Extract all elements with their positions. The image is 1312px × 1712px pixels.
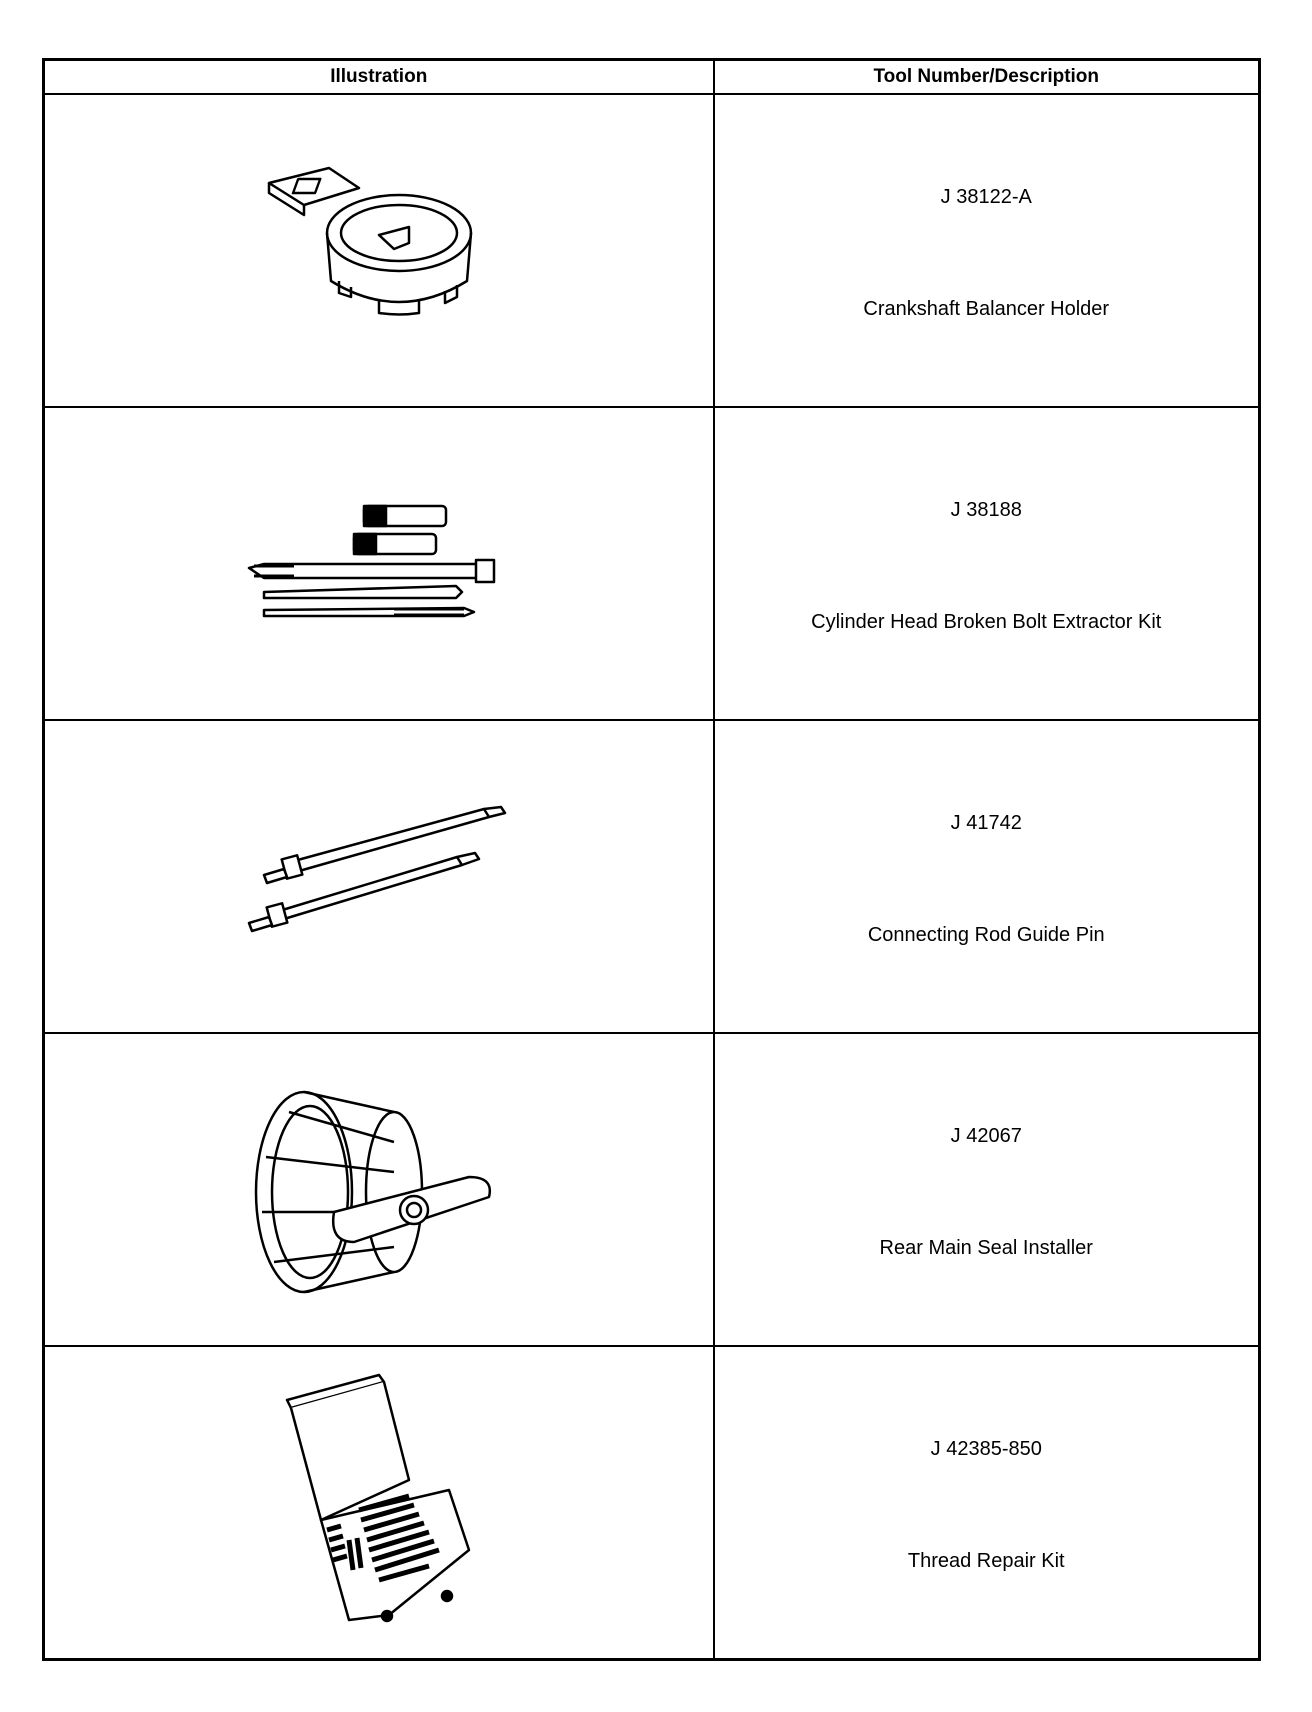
illustration-cell	[42, 1032, 715, 1347]
tool-description: Thread Repair Kit	[907, 1550, 1065, 1572]
description-cell: J 41742 Connecting Rod Guide Pin	[712, 719, 1261, 1034]
illustration-cell	[42, 1345, 715, 1661]
bolt-extractor-kit-icon	[247, 504, 495, 618]
seal-installer-icon	[254, 1090, 491, 1294]
thread-repair-kit-icon	[285, 1373, 470, 1623]
tool-description: Rear Main Seal Installer	[879, 1237, 1093, 1259]
header-illustration: Illustration	[42, 58, 715, 95]
illustration-cell	[42, 93, 715, 408]
description-cell: J 42385-850 Thread Repair Kit	[712, 1345, 1261, 1661]
illustration-cell	[42, 719, 715, 1034]
table-row: J 38122-A Crankshaft Balancer Holder	[42, 93, 1261, 408]
table-row: J 41742 Connecting Rod Guide Pin	[42, 719, 1261, 1034]
tool-number: J 41742	[950, 812, 1022, 834]
description-cell: J 38122-A Crankshaft Balancer Holder	[712, 93, 1261, 408]
illustration-cell	[42, 406, 715, 721]
header-tool-number-description: Tool Number/Description	[712, 58, 1261, 95]
tool-number: J 38188	[950, 499, 1022, 521]
crankshaft-balancer-holder-icon	[267, 166, 472, 316]
tool-description: Crankshaft Balancer Holder	[863, 298, 1110, 320]
description-cell: J 42067 Rear Main Seal Installer	[712, 1032, 1261, 1347]
special-tools-table: Illustration Tool Number/Description	[42, 58, 1261, 1661]
header-row: Illustration Tool Number/Description	[42, 58, 1261, 95]
tool-number: J 38122-A	[940, 186, 1032, 208]
guide-pin-icon	[247, 805, 506, 933]
description-cell: J 38188 Cylinder Head Broken Bolt Extrac…	[712, 406, 1261, 721]
tool-description: Cylinder Head Broken Bolt Extractor Kit	[811, 611, 1162, 633]
table-row: J 42067 Rear Main Seal Installer	[42, 1032, 1261, 1347]
tool-description: Connecting Rod Guide Pin	[867, 924, 1105, 946]
tool-number: J 42067	[950, 1125, 1022, 1147]
table-row: J 42385-850 Thread Repair Kit	[42, 1345, 1261, 1661]
tool-number: J 42385-850	[930, 1438, 1042, 1460]
table-row: J 38188 Cylinder Head Broken Bolt Extrac…	[42, 406, 1261, 721]
